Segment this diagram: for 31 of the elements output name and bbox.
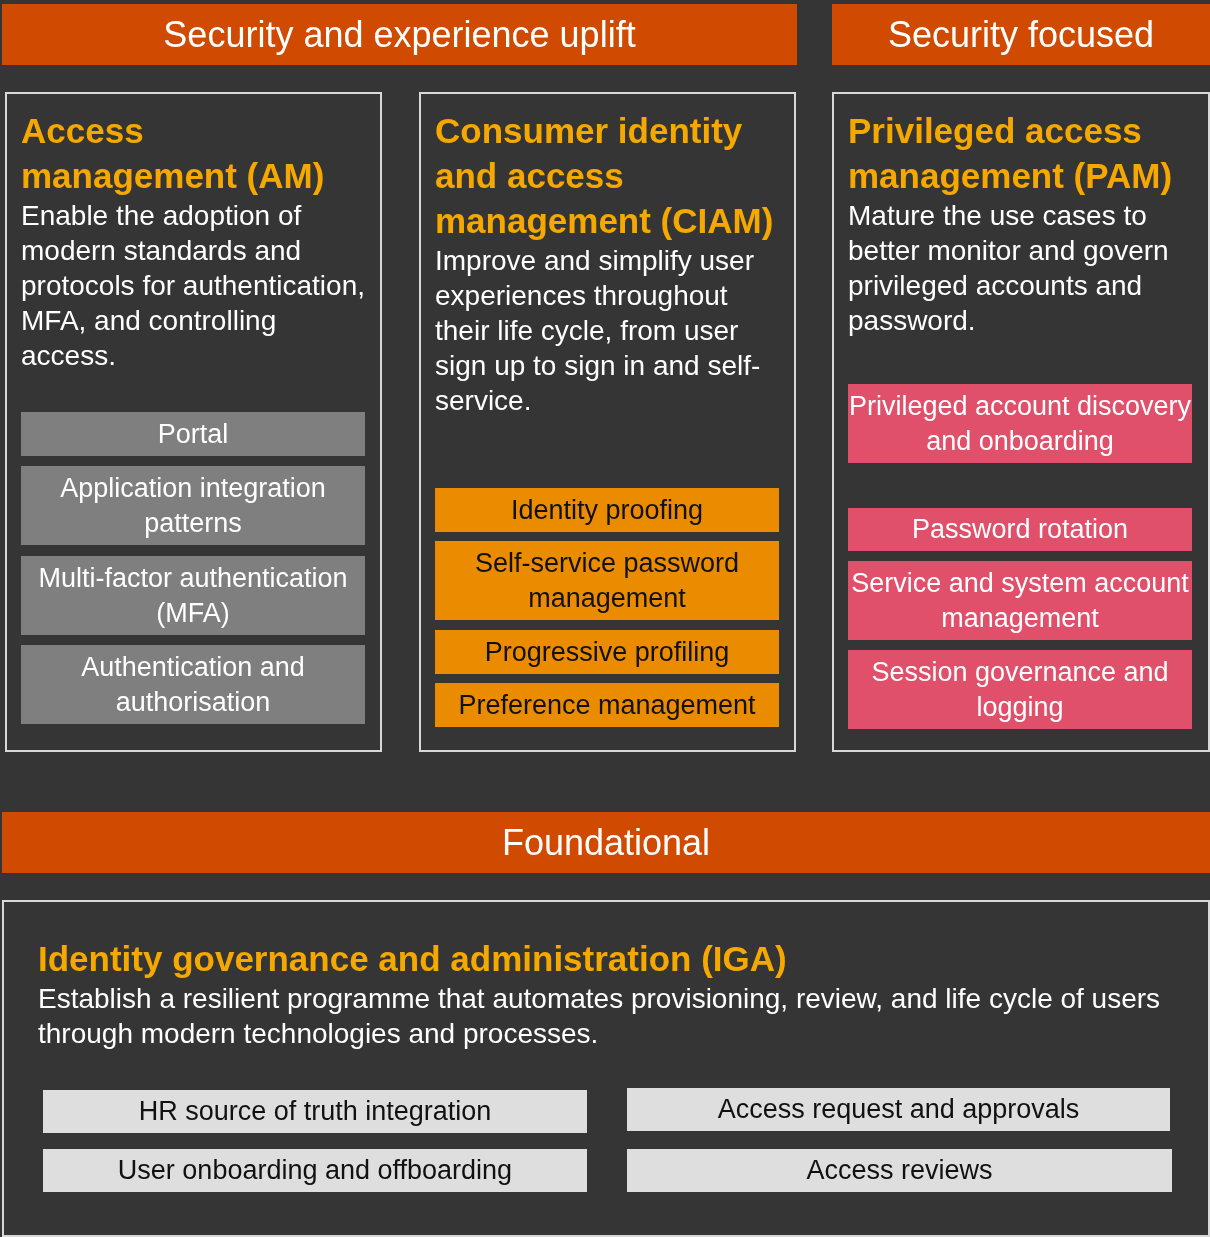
category-panel xyxy=(419,92,796,752)
capability-box: Progressive profiling xyxy=(435,630,779,674)
panel-heading: Access management (AM) xyxy=(21,110,326,197)
section-banner: Foundational xyxy=(2,812,1210,873)
capability-box: Application integration patterns xyxy=(21,466,365,545)
section-banner: Security and experience uplift xyxy=(2,4,797,65)
panel-description: Mature the use cases to better monitor and govern privileged accounts and password. xyxy=(848,199,1170,338)
category-panel xyxy=(5,92,382,752)
capability-box: Preference management xyxy=(435,683,779,727)
capability-box: Session governance and logging xyxy=(848,650,1192,729)
panel-description: Improve and simplify user experiences throughout their life cycle, from user sign up to sign in and self-service. xyxy=(435,244,762,418)
capability-box: Password rotation xyxy=(848,508,1192,551)
panel-heading: Privileged access management (PAM) xyxy=(848,110,1174,197)
capability-box: Service and system account management xyxy=(848,561,1192,640)
capability-box: Access reviews xyxy=(627,1149,1172,1192)
capability-box: Access request and approvals xyxy=(627,1088,1170,1131)
section-banner: Security focused xyxy=(832,4,1210,65)
capability-box: Privileged account discovery and onboarding xyxy=(848,384,1192,463)
panel-description: Establish a resilient programme that automates provisioning, review, and life cycle of users through modern technologies and processes. xyxy=(38,982,1162,1051)
capability-box: HR source of truth integration xyxy=(43,1090,587,1133)
panel-heading: Consumer identity and access management (CIAM) xyxy=(435,110,775,242)
capability-box: Self-service password management xyxy=(435,541,779,620)
capability-box: Multi-factor authentication (MFA) xyxy=(21,556,365,635)
capability-box: Portal xyxy=(21,412,365,456)
panel-description: Enable the adoption of modern standards and protocols for authentication, MFA, and controlling access. xyxy=(21,199,366,373)
category-panel xyxy=(2,900,1210,1237)
capability-box: Identity proofing xyxy=(435,488,779,532)
capability-box: User onboarding and offboarding xyxy=(43,1149,587,1192)
category-panel xyxy=(832,92,1210,752)
capability-box: Authentication and authorisation xyxy=(21,645,365,724)
panel-heading: Identity governance and administration (IGA) xyxy=(38,938,788,980)
